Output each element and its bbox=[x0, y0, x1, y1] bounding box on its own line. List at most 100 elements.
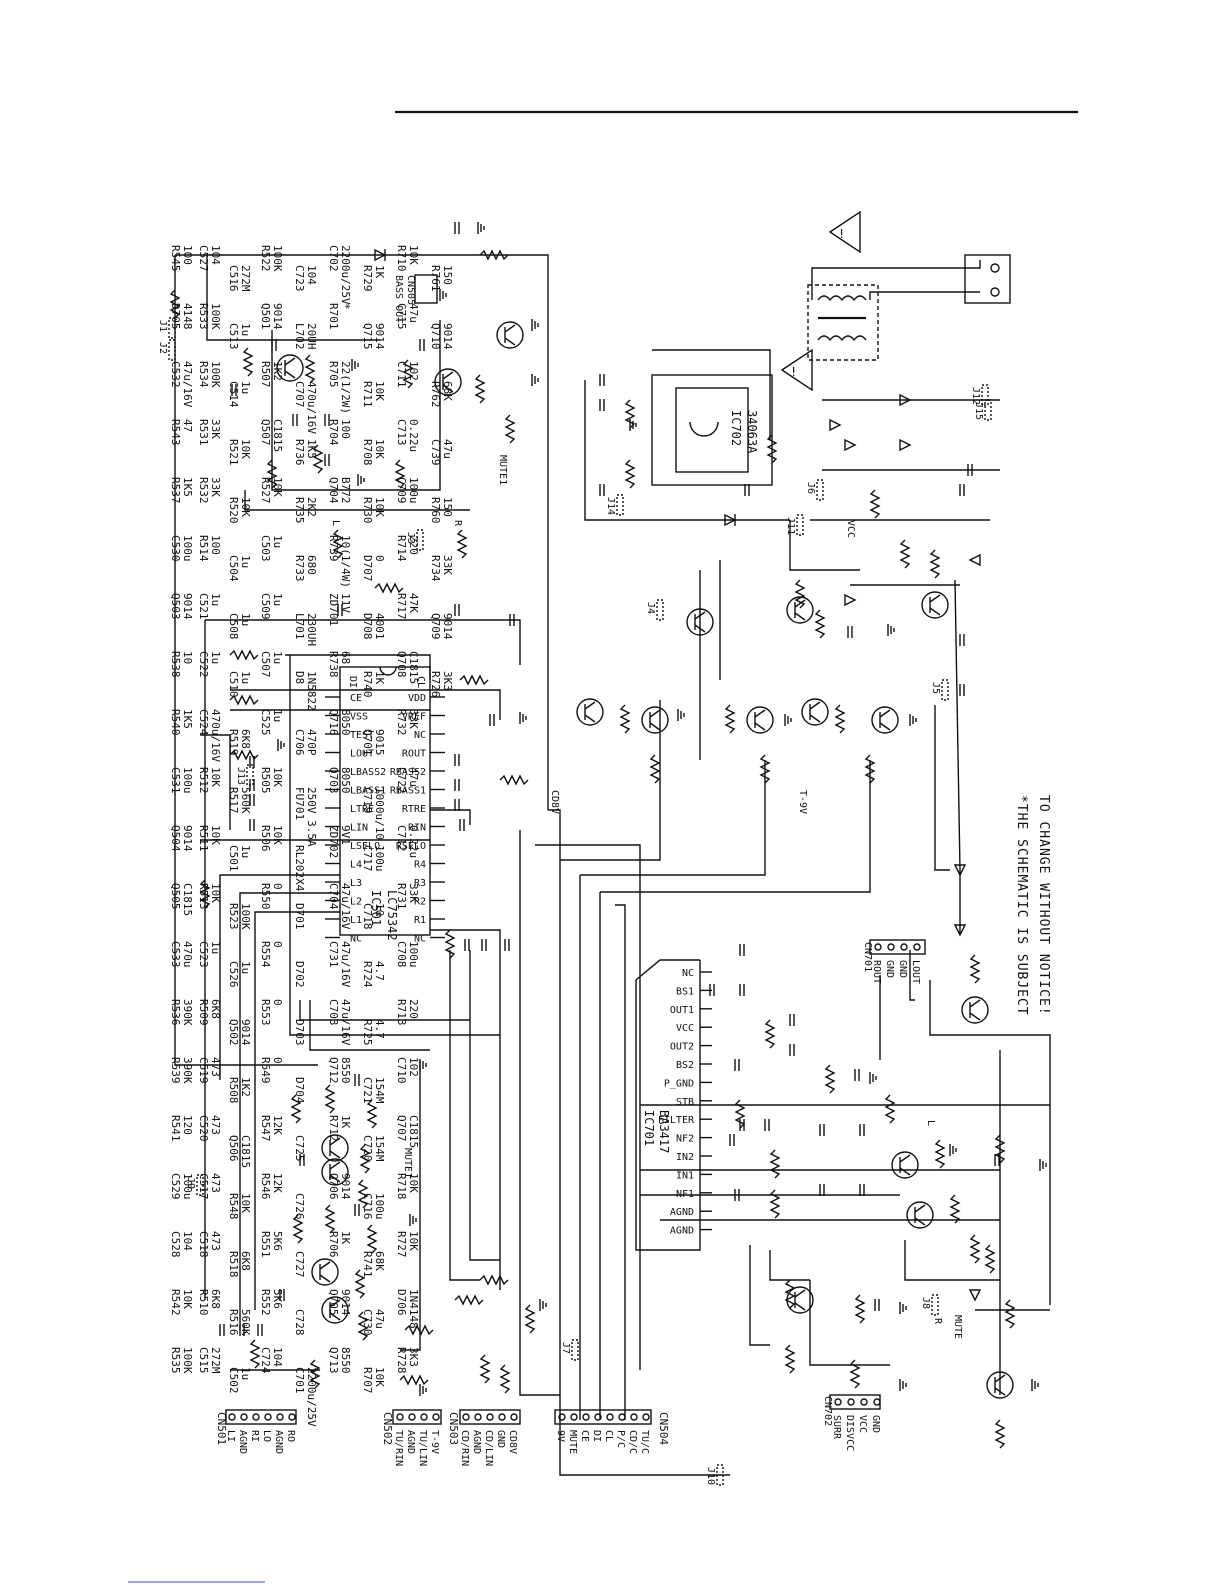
component-value: 5K6 bbox=[271, 1231, 284, 1251]
component-value: 100K bbox=[209, 303, 222, 330]
cn504-pin: 9V bbox=[555, 1430, 566, 1442]
component-value: 1K bbox=[339, 1231, 352, 1245]
component-ref: C710 bbox=[395, 1057, 408, 1084]
net-t9v: T-9V bbox=[797, 790, 808, 814]
component-value: 1u bbox=[239, 555, 252, 568]
component-value: 33K bbox=[407, 709, 420, 729]
component-value: 33K bbox=[407, 883, 420, 903]
ic501: IC501 LC75342 CEVSSTESTLOUTLBASS2LBASS1L… bbox=[325, 666, 445, 945]
cn701-ref: CN701 bbox=[862, 942, 873, 972]
ic501-pin: R3 bbox=[414, 878, 426, 889]
ic501-pin: LOUT bbox=[350, 749, 374, 760]
component-ref: R533 bbox=[197, 303, 210, 330]
ic701-pins: NCBS1OUT1VCCOUT2BS2P_GNDSTBFILTERNF2IN2I… bbox=[658, 968, 712, 1237]
component-ref: R725 bbox=[361, 1019, 374, 1046]
component-ref: Q715 bbox=[361, 323, 374, 350]
component-ref: R762 bbox=[429, 381, 442, 408]
component-ref: R532 bbox=[197, 477, 210, 504]
component-ref: C530 bbox=[169, 535, 182, 562]
component-value: 10K bbox=[271, 477, 284, 497]
component-value: 4001 bbox=[373, 613, 386, 640]
component-value: 10(1/4W) bbox=[339, 535, 352, 588]
ic501-pin: L1 bbox=[350, 915, 362, 926]
component-ref: R741 bbox=[361, 1251, 374, 1278]
component-value: 12K bbox=[271, 1173, 284, 1193]
component-value: 104 bbox=[209, 245, 222, 265]
component-ref: R706 bbox=[327, 1231, 340, 1258]
component-ref: C519 bbox=[197, 1057, 210, 1084]
component-ref: C515 bbox=[197, 1347, 210, 1374]
jumper-tag: J2 bbox=[157, 342, 168, 354]
component-value: 1K5 bbox=[305, 439, 318, 459]
jumper-tag: J10 bbox=[705, 1467, 716, 1485]
ic702-ref: IC702 bbox=[729, 410, 743, 446]
component-ref: C730 bbox=[361, 1309, 374, 1336]
cn503-pin: CD/LIN bbox=[483, 1430, 494, 1466]
component-ref: R522 bbox=[259, 245, 272, 272]
component-ref: C524 bbox=[197, 709, 210, 736]
cn504-pin: MUTE bbox=[567, 1430, 578, 1454]
component-value: 47 bbox=[181, 419, 194, 432]
component-ref: Q704 bbox=[327, 477, 340, 504]
component-ref: C702 bbox=[327, 245, 340, 272]
component-value: 0 bbox=[271, 941, 284, 948]
component-ref: R509 bbox=[197, 999, 210, 1026]
component-ref: C727 bbox=[293, 1251, 306, 1278]
component-value: 10K bbox=[181, 1289, 194, 1309]
component-ref: C501 bbox=[227, 845, 240, 872]
component-ref: R545 bbox=[169, 245, 182, 272]
net-surr-r: R bbox=[932, 1318, 943, 1325]
component-value: 47K bbox=[407, 593, 420, 613]
component-ref: R516 bbox=[227, 1309, 240, 1336]
component-ref: C502 bbox=[227, 1367, 240, 1394]
component-value: 10K bbox=[373, 1367, 386, 1387]
component-value: 47u bbox=[373, 1309, 386, 1329]
cn702-ref: CN702 bbox=[822, 1396, 833, 1426]
component-value: 68K bbox=[441, 381, 454, 401]
ic701-pin: VCC bbox=[676, 1023, 694, 1034]
component-ref: R520 bbox=[227, 497, 240, 524]
cn503-pin: CD8V bbox=[507, 1430, 518, 1454]
component-value: 102 bbox=[407, 361, 420, 381]
component-value: 47u/16V bbox=[339, 941, 352, 988]
component-ref: C526 bbox=[227, 961, 240, 988]
component-value: 6K8 bbox=[209, 1289, 222, 1309]
cn501-ref: CN501 bbox=[215, 1412, 228, 1445]
component-ref: R554 bbox=[259, 941, 272, 968]
component-ref: R704 bbox=[327, 419, 340, 446]
component-value: 1u bbox=[239, 845, 252, 858]
ic701-part: BA3417 bbox=[657, 1110, 671, 1153]
ic501-pin: RTRE bbox=[402, 804, 426, 815]
component-value: 9014 bbox=[181, 825, 194, 852]
bass-out-ref: CN505 bbox=[405, 275, 416, 305]
cn702-pin: DISVCC bbox=[844, 1415, 855, 1451]
component-ref: C509 bbox=[259, 593, 272, 620]
component-ref: Q706 bbox=[327, 1173, 340, 1200]
component-ref: D706 bbox=[395, 1289, 408, 1316]
component-value: 4.7 bbox=[373, 961, 386, 981]
ic501-pin-cl: CL bbox=[415, 676, 426, 688]
net-surr-l: L bbox=[925, 1120, 936, 1126]
component-value: 68K bbox=[373, 1251, 386, 1271]
note-line-1: *THE SCHEMATIC IS SUBJECT bbox=[1014, 795, 1029, 1016]
component-ref: R732 bbox=[395, 709, 408, 736]
component-ref: R517 bbox=[227, 787, 240, 814]
ic501-pin: ROUT bbox=[402, 749, 426, 760]
component-value: 1K2 bbox=[239, 1077, 252, 1097]
component-ref: Q701 bbox=[361, 729, 374, 756]
component-ref: C720 bbox=[361, 1135, 374, 1162]
ic501-pin: LBASS1 bbox=[350, 786, 386, 797]
cn501-pin: RI bbox=[249, 1430, 260, 1442]
component-ref: C707 bbox=[293, 381, 306, 408]
component-value: 1u bbox=[239, 323, 252, 336]
transformer bbox=[807, 254, 1011, 361]
component-ref: R734 bbox=[429, 555, 442, 582]
net-l: L bbox=[330, 520, 341, 526]
component-value: 1u bbox=[239, 613, 252, 626]
component-value: 10K bbox=[407, 1231, 420, 1251]
ic501-pin: RBASS1 bbox=[390, 786, 426, 797]
component-value: 10K bbox=[209, 825, 222, 845]
component-value: * bbox=[339, 303, 352, 310]
component-value: 250V 3.5A bbox=[305, 787, 318, 847]
